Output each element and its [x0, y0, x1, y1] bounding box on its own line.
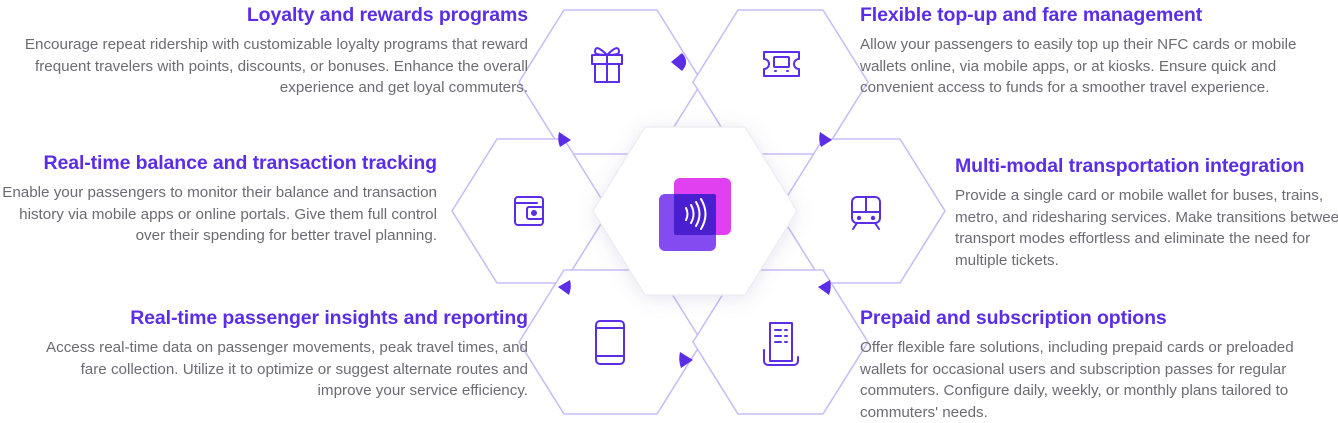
feature-prepaid-text: Offer flexible fare solutions, including…: [860, 339, 1294, 421]
feature-topup-text: Allow your passengers to easily top up t…: [860, 36, 1297, 96]
arrow-left-lower: [558, 280, 571, 295]
feature-prepaid-title: Prepaid and subscription options: [860, 307, 1167, 329]
feature-multimodal-line-1: Provide a single card or mobile wallet f…: [955, 187, 1324, 204]
feature-topup: Flexible top-up and fare management Allo…: [860, 4, 1330, 99]
feature-loyalty-text: Encourage repeat ridership with customiz…: [24, 36, 528, 96]
feature-multimodal: Multi-modal transportation integration P…: [955, 155, 1338, 271]
arrow-left-top: [671, 53, 686, 71]
receipt-icon: [763, 322, 799, 366]
hex-balance: [451, 138, 610, 284]
feature-prepaid: Prepaid and subscription options Offer f…: [860, 307, 1330, 423]
arrow-right-upper: [558, 132, 571, 147]
feature-multimodal-line-4: multiple tickets.: [955, 251, 1059, 269]
contactless-card-icon: [659, 178, 731, 251]
arrow-right-bottom: [679, 352, 693, 368]
feature-insights-text: Access real-time data on passenger movem…: [45, 339, 528, 399]
feature-topup-title: Flexible top-up and fare management: [860, 4, 1203, 26]
arrow-right-center: [819, 132, 832, 147]
feature-multimodal-line-2: metro, and ridesharing services. Make tr…: [955, 208, 1338, 226]
feature-loyalty: Loyalty and rewards programs Encourage r…: [10, 4, 528, 99]
ticket-icon: [763, 51, 800, 77]
feature-multimodal-line-3: transport modes effortless and eliminate…: [955, 230, 1311, 247]
feature-balance: Real-time balance and transaction tracki…: [0, 152, 437, 247]
feature-multimodal-text: Provide a single card or mobile wallet f…: [955, 185, 1338, 271]
feature-insights-title: Real-time passenger insights and reporti…: [130, 307, 528, 329]
feature-loyalty-title: Loyalty and rewards programs: [246, 4, 528, 26]
train-icon: [851, 196, 881, 230]
feature-balance-title: Real-time balance and transaction tracki…: [43, 152, 437, 174]
feature-insights: Real-time passenger insights and reporti…: [40, 307, 528, 402]
feature-balance-text: Enable your passengers to monitor their …: [2, 184, 437, 244]
gift-icon: [591, 47, 623, 83]
wallet-icon: [514, 196, 544, 226]
feature-multimodal-title: Multi-modal transportation integration: [955, 155, 1305, 177]
smartphone-icon: [595, 320, 625, 365]
arrow-left-right-lower: [818, 280, 831, 295]
